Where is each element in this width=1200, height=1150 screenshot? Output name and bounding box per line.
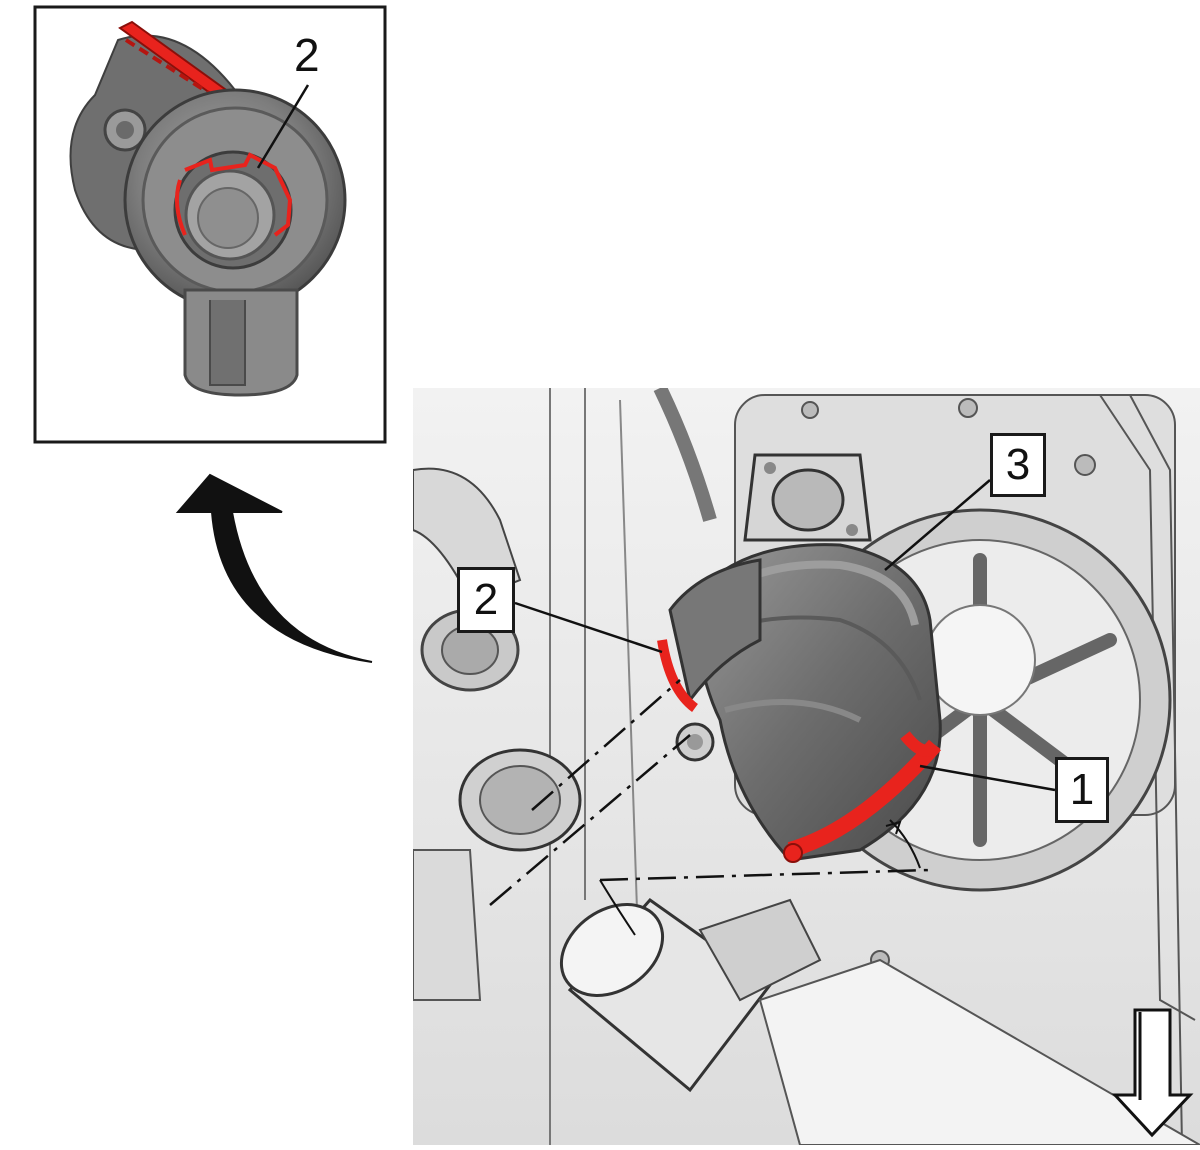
callout-1: 1 <box>1055 757 1109 823</box>
leader-line-3 <box>884 479 991 571</box>
angle-marks <box>599 819 921 936</box>
lower-canister <box>559 897 1200 1145</box>
left-hoses <box>413 467 582 1001</box>
main-view <box>413 388 1200 1145</box>
clip-2-highlight <box>657 639 699 713</box>
callout-3: 3 <box>990 433 1046 497</box>
inset-callout-2: 2 <box>294 29 320 81</box>
leader-line-2 <box>514 601 663 654</box>
callout-2: 2 <box>457 567 515 633</box>
inset-part <box>69 20 347 397</box>
alignment-lines <box>489 679 931 906</box>
leader-line-1 <box>919 764 1056 792</box>
hose-assembly <box>657 543 942 863</box>
inset-detail <box>33 5 387 444</box>
rotate-arrow-icon <box>175 473 373 663</box>
clamp-1-highlight <box>787 739 941 858</box>
inset-leader-line <box>256 84 310 169</box>
view-direction-arrow-icon <box>1111 1008 1194 1138</box>
upper-flange <box>743 453 872 542</box>
